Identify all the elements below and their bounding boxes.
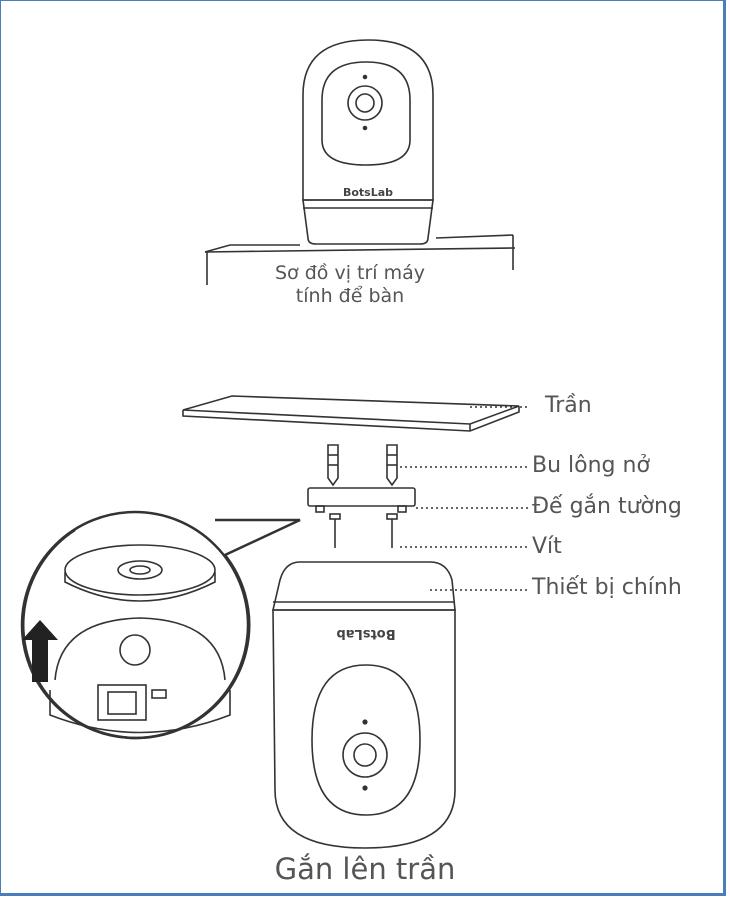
- arrow-up-icon: [22, 620, 58, 682]
- label-mount: Đế gắn tường: [532, 494, 682, 519]
- wall-anchors: [327, 444, 398, 487]
- label-main-device: Thiết bị chính: [532, 575, 682, 600]
- desk-caption-line1: Sơ đồ vị trí máy: [275, 262, 425, 284]
- ceiling-caption: Gắn lên trần: [274, 852, 456, 886]
- wall-mount: [307, 487, 416, 513]
- desk-caption-line2: tính để bàn: [295, 285, 405, 307]
- label-screw: Vít: [532, 534, 562, 559]
- svg-text:BotsLab: BotsLab: [336, 626, 395, 641]
- detail-inset: [20, 510, 301, 740]
- desk-shelf: [204, 234, 516, 285]
- leader-lines: [400, 406, 530, 591]
- desk-camera: BotsLab: [302, 39, 434, 245]
- screws: [329, 513, 398, 548]
- label-anchor: Bu lông nở: [532, 453, 650, 478]
- label-ceiling: Trần: [545, 393, 592, 418]
- desk-caption: Sơ đồ vị trí máy tính để bàn: [200, 262, 500, 308]
- ceiling-plate: [182, 395, 520, 432]
- brand-logo: BotsLab: [343, 186, 393, 199]
- main-camera: BotsLab: [271, 561, 456, 849]
